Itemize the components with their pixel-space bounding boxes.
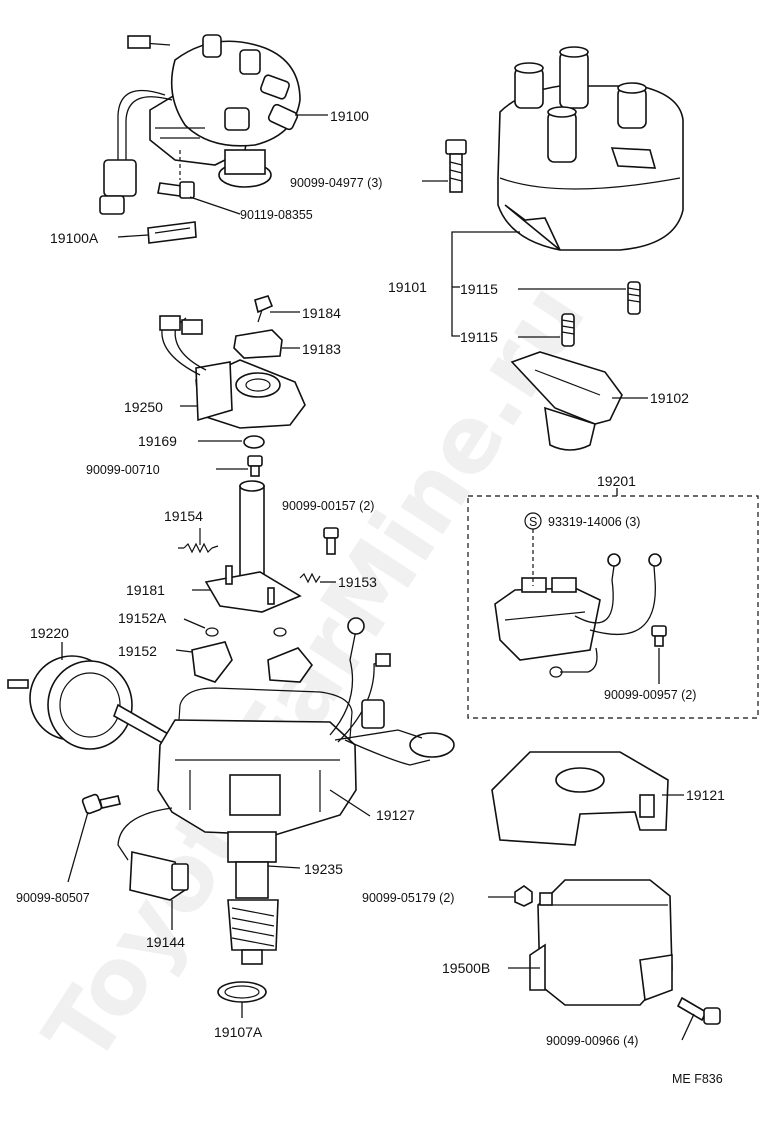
label-19144: 19144 <box>146 934 185 950</box>
label-19220: 19220 <box>30 625 69 641</box>
label-plate-19100A-drawing <box>147 221 197 244</box>
screw-90099-00157-drawing <box>323 527 339 555</box>
label-19181: 19181 <box>126 582 165 598</box>
label-19152: 19152 <box>118 643 157 659</box>
label-19500B: 19500B <box>442 960 490 976</box>
distributor-cap-19101-drawing <box>497 46 684 251</box>
label-19250: 19250 <box>124 399 163 415</box>
label-90099-00957: 90099-00957 (2) <box>604 688 696 702</box>
clip-19184-drawing <box>254 295 274 323</box>
nut-90099-05179-drawing <box>514 885 553 907</box>
pickup-plate-19250-drawing <box>159 315 306 429</box>
distributor-housing-drawing <box>157 617 455 965</box>
coupler-19144-drawing <box>117 807 189 901</box>
label-19153: 19153 <box>338 574 377 590</box>
label-90099-00966: 90099-00966 (4) <box>546 1034 638 1048</box>
spring-19115-upper-drawing <box>627 281 641 315</box>
label-19235: 19235 <box>304 861 343 877</box>
distributor-assembly-drawing <box>99 34 301 215</box>
label-19183: 19183 <box>302 341 341 357</box>
label-90099-00157: 90099-00157 (2) <box>282 499 374 513</box>
label-90099-05179: 90099-05179 (2) <box>362 891 454 905</box>
screw-90099-04977-drawing <box>445 139 467 193</box>
clip-19152A-drawing <box>205 627 287 637</box>
igniter-19201-drawing <box>494 553 662 678</box>
label-19100A: 19100A <box>50 230 99 246</box>
screw-90099-00710-drawing <box>247 455 263 477</box>
label-19152A: 19152A <box>118 610 167 626</box>
bolt-90099-00966-drawing <box>676 996 721 1025</box>
label-90099-00710: 90099-00710 <box>86 463 160 477</box>
igniter-group-19201-box <box>467 495 759 719</box>
washer-19169-drawing <box>243 435 265 449</box>
label-19107A: 19107A <box>214 1024 263 1040</box>
label-19127: 19127 <box>376 807 415 823</box>
bolt-90119-08355-drawing <box>157 181 195 199</box>
label-19121: 19121 <box>686 787 725 803</box>
spring-19115-lower-drawing <box>561 313 575 347</box>
spring-19153-drawing <box>299 572 321 584</box>
spring-19154-drawing <box>178 542 219 554</box>
diagram-code: ME F836 <box>672 1072 723 1086</box>
governor-shaft-19181-drawing <box>204 480 302 613</box>
vacuum-advance-19220-drawing <box>7 655 172 750</box>
label-19201: 19201 <box>597 473 636 489</box>
label-19100: 19100 <box>330 108 369 124</box>
label-19154: 19154 <box>164 508 203 524</box>
case-19500B-drawing <box>529 879 673 1006</box>
label-19101: 19101 <box>388 279 427 295</box>
label-19184: 19184 <box>302 305 341 321</box>
igniter-sensor-19183-drawing <box>233 329 283 359</box>
label-93319-14006: 93319-14006 (3) <box>548 515 640 529</box>
label-19102: 19102 <box>650 390 689 406</box>
rotor-19102-drawing <box>510 351 623 451</box>
label-19169: 19169 <box>138 433 177 449</box>
screw-90099-00957-drawing <box>651 625 667 647</box>
cover-19121-drawing <box>491 751 669 846</box>
governor-weight-19152-drawing <box>191 641 314 683</box>
label-90099-80507: 90099-80507 <box>16 891 90 905</box>
service-s-mark-text: S <box>529 515 537 529</box>
label-19115-upper: 19115 <box>460 281 498 297</box>
label-19115-lower: 19115 <box>460 329 498 345</box>
label-90119-08355: 90119-08355 <box>240 208 313 222</box>
label-90099-04977: 90099-04977 (3) <box>290 176 382 190</box>
bolt-90099-80507-drawing <box>81 793 121 815</box>
